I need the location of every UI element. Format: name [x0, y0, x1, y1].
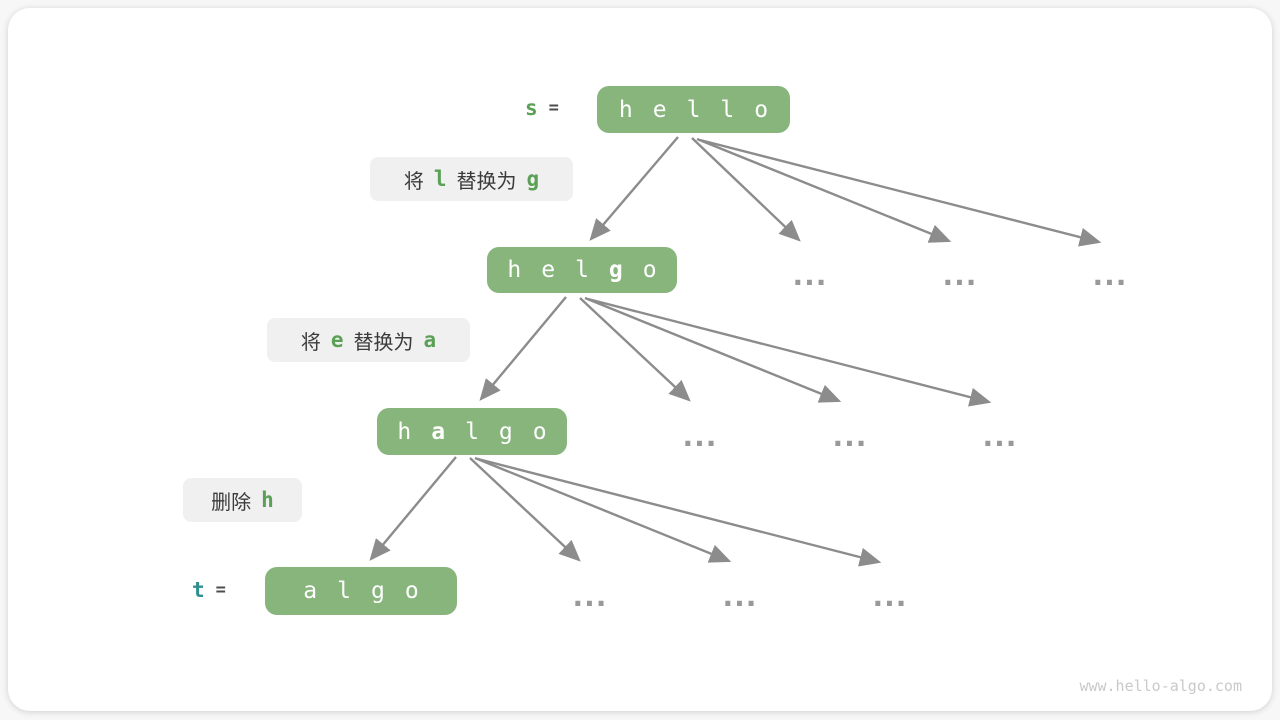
var-s-assignment: s = — [525, 96, 559, 120]
node-halgo-char: l — [465, 418, 479, 445]
node-halgo: h a l g o — [377, 408, 567, 455]
node-helgo: h e l g o — [487, 247, 677, 293]
node-helgo-char: o — [642, 257, 657, 283]
step-label-replace-l-with-g: 将 l 替换为 g — [370, 157, 573, 201]
node-algo-char: o — [404, 578, 419, 604]
equals-sign: = — [215, 580, 226, 600]
equals-sign: = — [548, 98, 559, 118]
step-text: 替换为 — [456, 168, 517, 193]
step-code-char: a — [423, 328, 437, 352]
step-code-char: h — [261, 488, 274, 512]
ellipsis-node: ... — [722, 580, 758, 613]
step-text: 删除 — [211, 489, 252, 514]
step-text: 替换为 — [353, 329, 414, 354]
ellipsis-node: ... — [682, 420, 718, 453]
ellipsis-node: ... — [792, 259, 828, 292]
ellipsis-node: ... — [942, 259, 978, 292]
node-algo: a l g o — [265, 567, 457, 615]
node-helgo-char: h — [507, 257, 522, 283]
node-hello-char: l — [720, 96, 735, 123]
ellipsis-node: ... — [572, 580, 608, 613]
node-hello-char: l — [686, 96, 701, 123]
node-helgo-char: l — [575, 257, 589, 283]
node-algo-char: a — [303, 578, 318, 604]
step-text: 将 — [300, 329, 321, 354]
node-helgo-char-changed: g — [608, 257, 623, 283]
website-watermark: www.hello-algo.com — [1079, 677, 1242, 695]
step-label-replace-e-with-a: 将 e 替换为 a — [267, 318, 470, 362]
step-code-char: g — [526, 167, 540, 191]
step-code-char: e — [330, 328, 344, 352]
node-algo-char: l — [337, 578, 351, 604]
node-hello: h e l l o — [597, 86, 790, 133]
ellipsis-node: ... — [832, 420, 868, 453]
node-hello-char: o — [754, 96, 769, 123]
var-s-label: s — [525, 96, 538, 120]
node-helgo-char: e — [541, 257, 556, 283]
var-t-assignment: t = — [192, 578, 226, 602]
ellipsis-node: ... — [982, 420, 1018, 453]
node-halgo-char: g — [498, 418, 513, 445]
var-t-label: t — [192, 578, 205, 602]
ellipsis-node: ... — [1092, 259, 1128, 292]
ellipsis-node: ... — [872, 580, 908, 613]
step-label-delete-h: 删除 h — [183, 478, 302, 522]
node-halgo-char: h — [397, 418, 412, 445]
step-text: 将 — [403, 168, 424, 193]
node-hello-char: h — [618, 96, 633, 123]
node-algo-char: g — [371, 578, 385, 604]
node-halgo-char-changed: a — [431, 418, 446, 445]
step-code-char: l — [433, 167, 447, 191]
node-hello-char: e — [652, 96, 667, 123]
node-halgo-char: o — [532, 418, 547, 445]
